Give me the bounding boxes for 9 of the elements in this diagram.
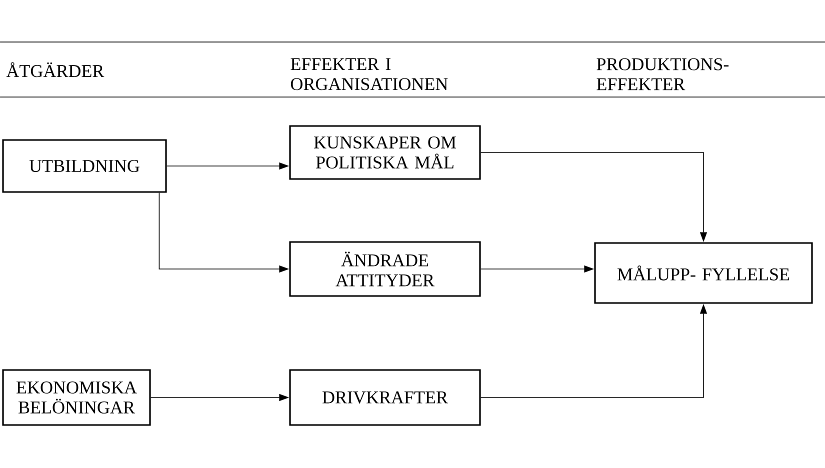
column-heading: ÅTGÄRDER bbox=[6, 62, 104, 78]
column-heading: PRODUKTIONS- EFFEKTER bbox=[596, 58, 729, 90]
process-box: KUNSKAPER OM POLITISKA MÅL bbox=[289, 125, 481, 180]
column-heading: EFFEKTER I ORGANISATIONEN bbox=[290, 58, 448, 90]
process-box: EKONOMISKA BELÖNINGAR bbox=[2, 369, 151, 426]
process-box: DRIVKRAFTER bbox=[289, 369, 481, 426]
process-box: ÄNDRADE ATTITYDER bbox=[289, 241, 481, 297]
process-box: UTBILDNING bbox=[2, 139, 167, 193]
process-box: MÅLUPP- FYLLELSE bbox=[594, 242, 813, 304]
